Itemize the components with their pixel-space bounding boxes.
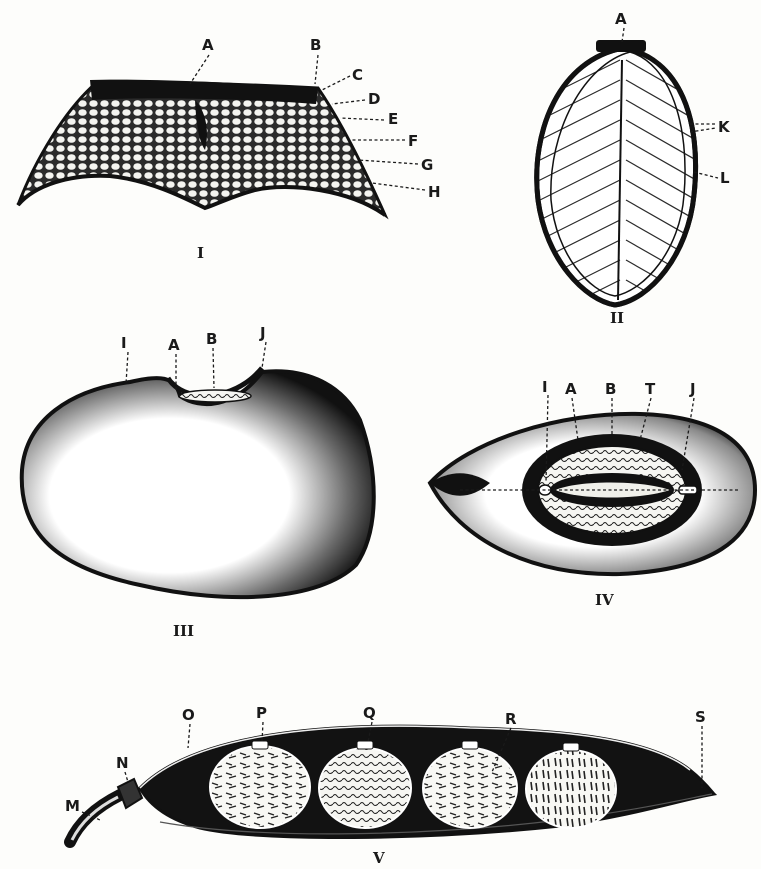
fig5-label-r: R — [505, 710, 517, 728]
fig1-label-c: C — [352, 66, 363, 84]
fig4-label-b: B — [605, 380, 616, 398]
fig1-label-b: B — [310, 36, 321, 54]
fig1-label-f: F — [408, 132, 418, 150]
fig1-label-g: G — [421, 156, 433, 174]
fig5-label-s: S — [695, 708, 706, 726]
fig5-numeral: V — [372, 849, 385, 867]
figure-1-seed-coat-section: A B C D E F G H I — [18, 36, 441, 262]
funiculus-2 — [357, 741, 373, 749]
figure-2-cotyledon-section: A K L II — [520, 10, 731, 330]
fig3-label-a: A — [168, 336, 180, 354]
figure-3-bean-exterior: I A B J III — [22, 324, 374, 640]
calyx — [118, 779, 142, 808]
fig5-label-m: M — [65, 797, 80, 815]
fig5-label-n: N — [116, 754, 129, 772]
funiculus-3 — [462, 741, 478, 749]
fig2-label-k: K — [718, 118, 731, 136]
fig2-label-a: A — [615, 10, 627, 28]
fig3-label-b: B — [206, 330, 217, 348]
fig3-label-i: I — [121, 334, 127, 352]
pea-seed-4 — [526, 750, 616, 828]
pea-seed-2 — [319, 748, 411, 828]
pea-seed-3 — [423, 748, 517, 828]
fig4-label-j: J — [689, 380, 696, 398]
hilum-cap — [596, 40, 646, 52]
fig5-label-p: P — [256, 704, 267, 722]
fig1-numeral: I — [197, 244, 204, 262]
pea-seed-1 — [210, 746, 310, 828]
fig5-label-o: O — [182, 706, 195, 724]
fig5-label-q: Q — [363, 704, 376, 722]
hilum-surface — [179, 390, 251, 402]
fig2-label-l: L — [720, 169, 730, 187]
fig4-label-a: A — [565, 380, 577, 398]
fig1-label-a: A — [202, 36, 214, 54]
fig4-label-t: T — [645, 380, 656, 398]
fig3-label-j: J — [259, 324, 266, 342]
fig1-label-e: E — [388, 110, 398, 128]
fig3-numeral: III — [173, 622, 194, 640]
fig1-label-d: D — [368, 90, 380, 108]
figure-4-hilum-view: I A B T J IV — [430, 378, 755, 609]
bean-seed-body — [22, 371, 374, 597]
figure-5-pea-pod: M N O P Q R S V — [65, 704, 714, 867]
fig1-label-h: H — [428, 183, 441, 201]
fig4-numeral: IV — [595, 591, 614, 609]
fig2-numeral: II — [610, 309, 624, 327]
fig4-label-i: I — [542, 378, 548, 396]
funiculus-1 — [252, 741, 268, 749]
funiculus-4 — [563, 743, 579, 751]
seed-coat-cell-layer — [18, 82, 385, 215]
